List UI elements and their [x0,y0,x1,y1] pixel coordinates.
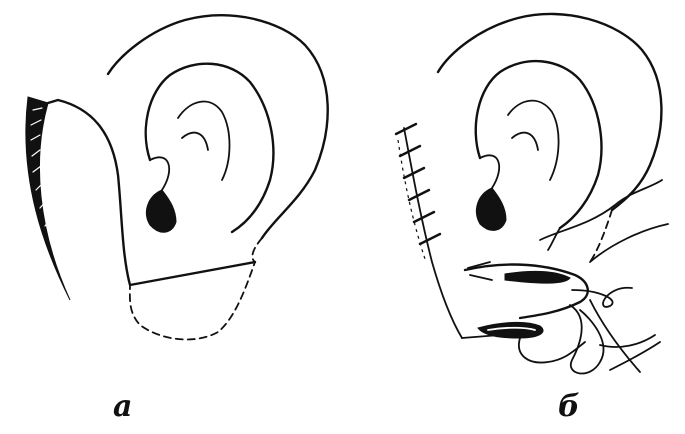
incision-line [48,100,255,285]
panel-label-b: б [558,392,580,422]
tragus [146,190,176,232]
suture-stitches [396,124,440,244]
tragus-b [476,188,506,230]
excised-skin-flap [26,97,70,300]
sutured-incision [404,128,462,338]
panel-b-drawing [396,14,668,374]
helix-rim [108,15,328,238]
planned-lobe-outline [130,238,262,339]
panel-label-a: а [113,392,132,422]
panel-a-drawing [26,15,328,339]
